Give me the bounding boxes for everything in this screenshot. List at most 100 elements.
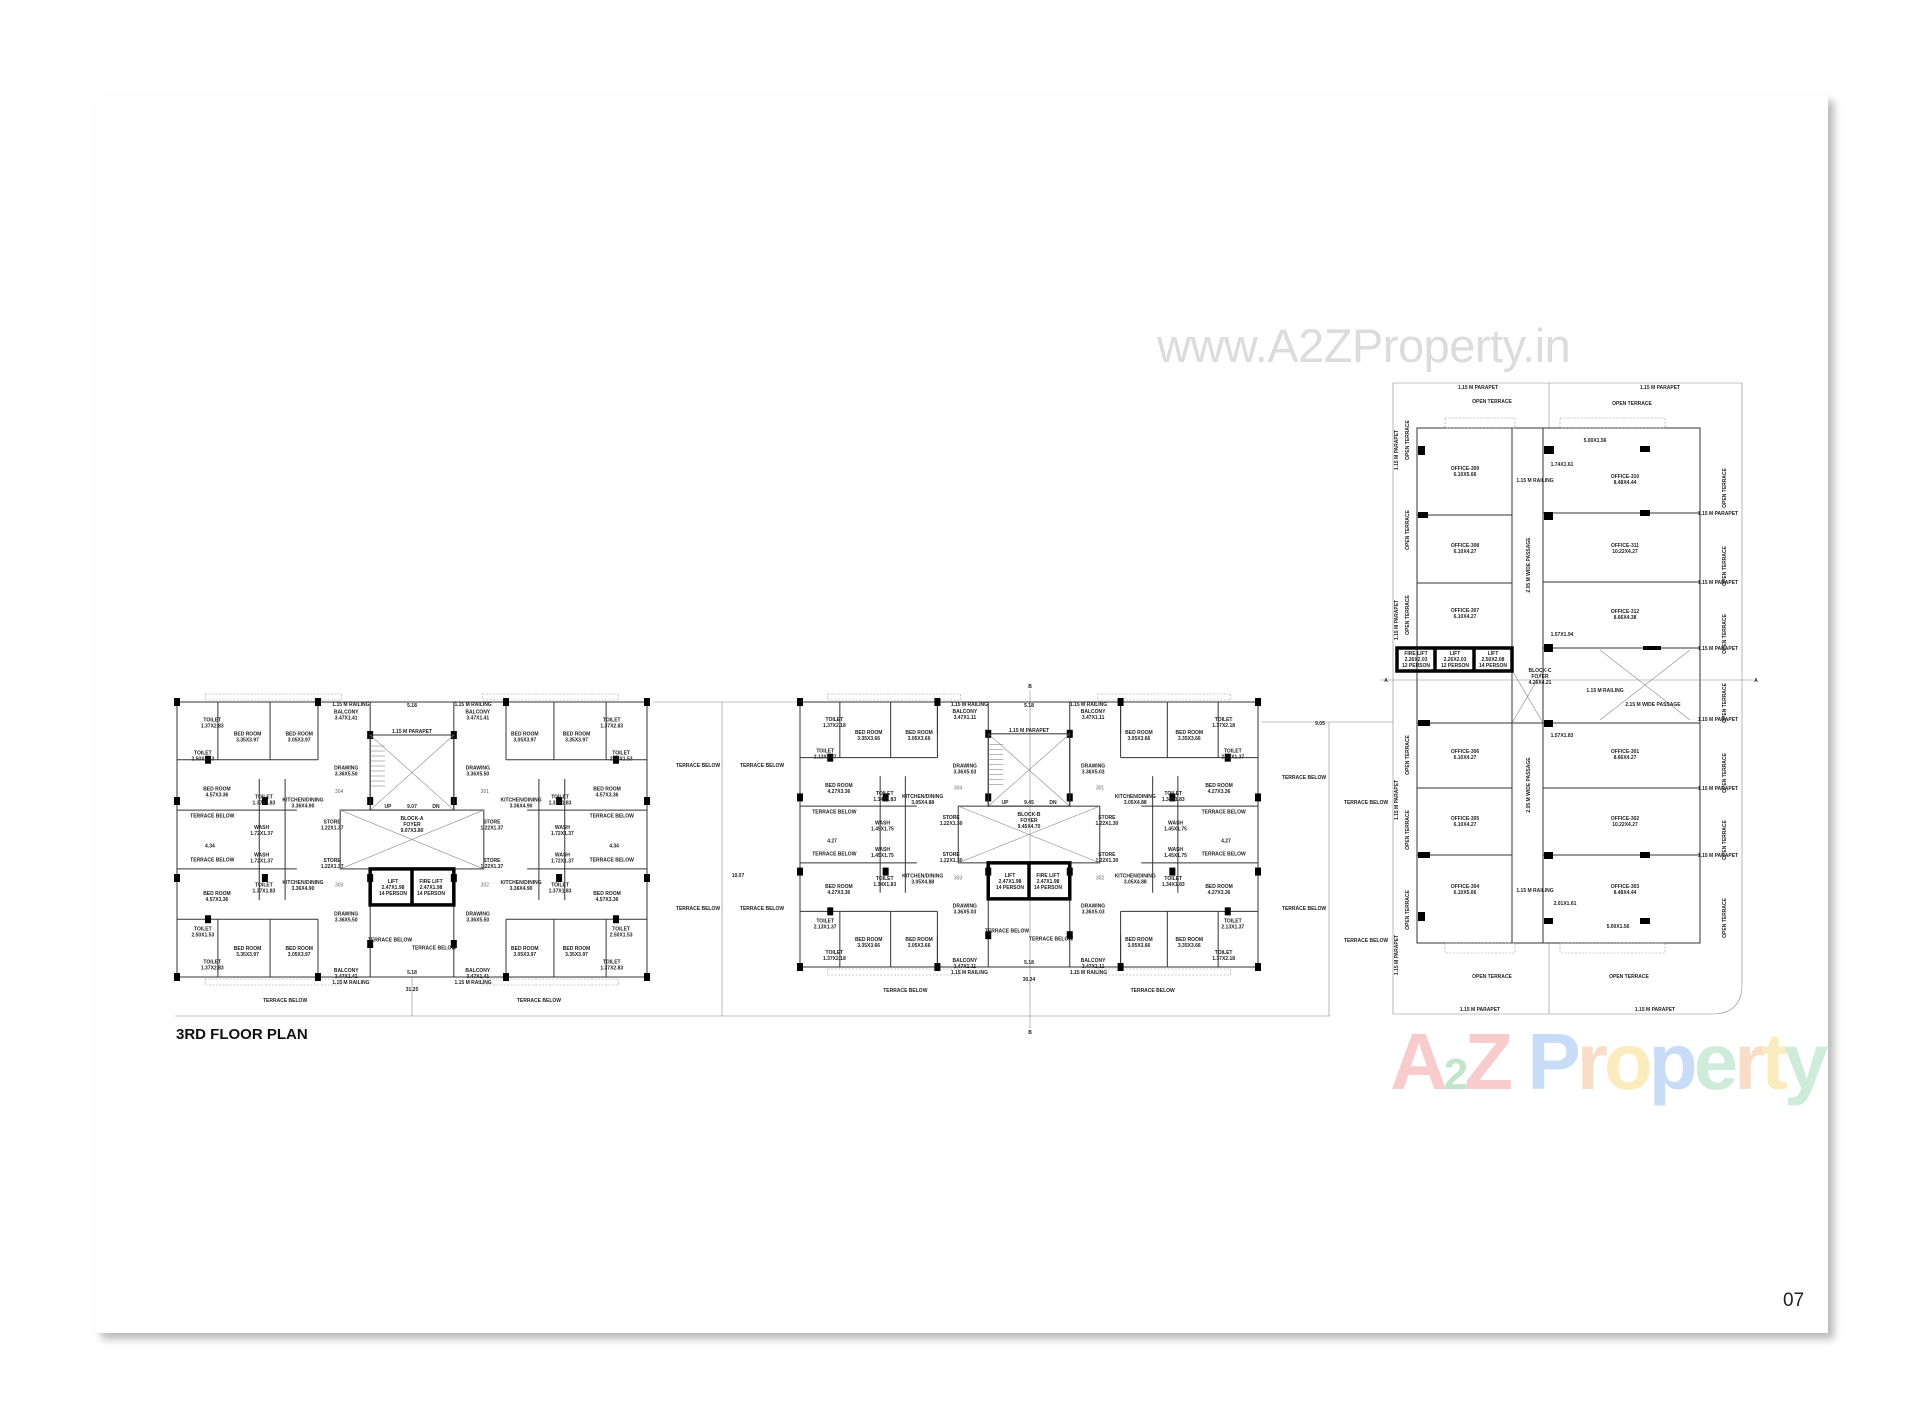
- column: [556, 874, 563, 882]
- room-label-line: 1.45X1.75: [871, 826, 894, 832]
- foyer-label-line: FOYER: [1020, 818, 1038, 824]
- parapet-label: 1.15 M PARAPET: [1698, 646, 1738, 652]
- room-label-line: 3.05X3.66: [908, 736, 931, 742]
- room-label-line: 3.47X1.11: [1082, 964, 1105, 970]
- railing-label: 1.15 M RAILING: [1516, 478, 1553, 484]
- dimension: 5.00X1.56: [1607, 924, 1630, 930]
- dimension: 1.57X1.94: [1551, 632, 1574, 638]
- terrace-below-label-line: TERRACE BELOW: [985, 929, 1029, 935]
- section-marker: A: [1754, 678, 1758, 684]
- room-label-line: BED ROOM: [593, 891, 621, 897]
- dimension: 5.18: [407, 703, 417, 709]
- room-label-line: 2.50X1.53: [191, 757, 214, 763]
- terrace-below-label: TERRACE BELOW: [1029, 937, 1073, 943]
- stair-up-label: UP: [1002, 800, 1010, 806]
- column: [205, 755, 212, 764]
- room-label-line: 3.05X4.88: [911, 879, 934, 885]
- column: [174, 797, 180, 805]
- room-label-line: 1.37X2.83: [600, 724, 623, 730]
- room-label-line: 1.34X1.83: [1162, 797, 1185, 803]
- railing-label-line: 1.15 M RAILING: [454, 702, 491, 708]
- terrace-below-label-line: TERRACE BELOW: [412, 945, 456, 951]
- stair-up-label-line: UP: [385, 804, 393, 810]
- room-label-line: TOILET: [1215, 717, 1233, 723]
- room-label-line: BED ROOM: [285, 731, 313, 737]
- office-label-line: 8.66X4.38: [1614, 615, 1637, 621]
- parapet-label: 1.15 M PARAPET: [1460, 1007, 1500, 1013]
- room-label-line: TOILET: [255, 795, 273, 801]
- room-label-line: 1.22X1.30: [1095, 821, 1118, 827]
- dimension: 31.25: [406, 987, 419, 993]
- room-label-line: 3.35X3.97: [565, 952, 588, 958]
- open-terrace-label: OPEN TERRACE: [1405, 509, 1411, 549]
- terrace-below-label-line: TERRACE BELOW: [1202, 852, 1246, 858]
- dimension: 4.27: [827, 839, 837, 845]
- terrace-below-label: TERRACE BELOW: [1131, 988, 1175, 994]
- office-label-line: OFFICE-307: [1451, 608, 1480, 614]
- column: [797, 963, 803, 971]
- room-label-line: TOILET: [1164, 876, 1182, 882]
- room-label-line: 3.36X5.50: [335, 917, 358, 923]
- room-label-line: 3.36X5.50: [466, 917, 489, 923]
- room-label-line: BED ROOM: [855, 730, 883, 736]
- dimension-line: 5.18: [407, 970, 417, 976]
- fire-lift-label-line: 14 PERSON: [417, 891, 445, 897]
- room-label-line: 3.35X3.66: [857, 943, 880, 949]
- projection-outline: [204, 693, 342, 701]
- dimension: 5.18: [1024, 703, 1034, 709]
- room-label-line: 1.37X2.18: [1212, 956, 1235, 962]
- parapet-label: 1.15 M PARAPET: [1394, 780, 1400, 820]
- room-label-line: TOILET: [612, 751, 630, 757]
- open-terrace-label: OPEN TERRACE: [1612, 401, 1652, 407]
- unit-number: 301: [1096, 785, 1105, 791]
- terrace-below-label: TERRACE BELOW: [517, 998, 561, 1004]
- room-label-line: 1.22X1.37: [480, 864, 503, 870]
- block-outline: [799, 701, 1259, 968]
- room-label-line: 3.36X4.90: [510, 886, 533, 892]
- foyer-cross: [340, 809, 484, 870]
- room-label-line: STORE: [324, 858, 342, 864]
- open-terrace-label: OPEN TERRACE: [1722, 467, 1728, 507]
- stair-down-label-line: DN: [1049, 800, 1057, 806]
- column: [644, 698, 650, 706]
- open-terrace-label: OPEN TERRACE: [1722, 545, 1728, 585]
- column: [827, 753, 834, 762]
- parapet-label: 1.15 M PARAPET: [1698, 786, 1738, 792]
- room-label-line: 1.37X2.83: [201, 724, 224, 730]
- lift-label-line: LIFT: [1450, 651, 1461, 657]
- column: [1255, 698, 1261, 706]
- lift-label-line: 14 PERSON: [1479, 663, 1507, 669]
